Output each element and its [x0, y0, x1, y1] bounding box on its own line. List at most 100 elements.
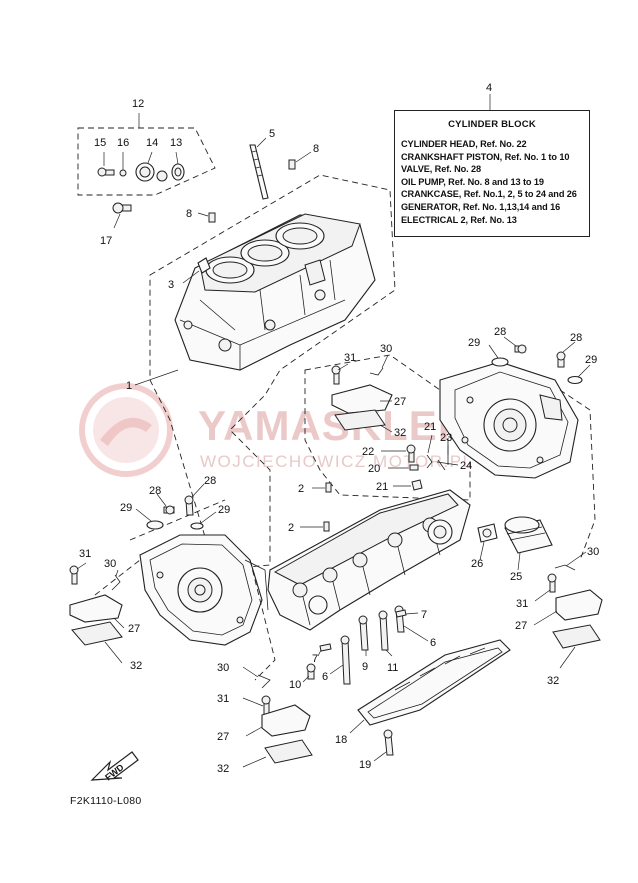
clip-30a: [369, 367, 384, 376]
callout-18: 18: [335, 734, 347, 746]
callout-25: 25: [510, 571, 522, 583]
mount-27d: [261, 704, 311, 737]
callout-15: 15: [94, 137, 106, 149]
washer-29b: [567, 375, 583, 385]
washer-29c: [146, 520, 164, 530]
callout-31c: 31: [516, 598, 528, 610]
bolt-28c: [163, 505, 175, 515]
callout-3: 3: [168, 279, 174, 291]
mount-27c: [555, 589, 603, 621]
crankcase-lower: [267, 489, 471, 631]
callout-6b: 6: [322, 671, 328, 683]
fwd-arrow-icon: [90, 751, 139, 781]
callout-28c: 28: [149, 485, 161, 497]
watermark-subtitle: WOJCIECHOWICZ MOTOR.PL: [200, 452, 474, 471]
callout-28b: 28: [570, 332, 582, 344]
washer-16: [119, 169, 127, 177]
callout-29d: 29: [218, 504, 230, 516]
plate-32a: [334, 409, 386, 431]
callout-31a: 31: [344, 352, 356, 364]
bolt-9: [358, 615, 369, 651]
callout-2b: 2: [288, 522, 294, 534]
callout-6a: 6: [430, 637, 436, 649]
callout-27a: 27: [394, 396, 406, 408]
mount-27b: [69, 594, 123, 623]
callout-19: 19: [359, 759, 371, 771]
callout-32b: 32: [130, 660, 142, 672]
callout-27c: 27: [515, 620, 527, 632]
callout-17: 17: [100, 235, 112, 247]
legend-item: GENERATOR, Ref. No. 1,13,14 and 16: [401, 201, 561, 212]
cylinder-block-frame: [149, 174, 396, 571]
clip-30c: [554, 564, 576, 571]
legend-box: CYLINDER BLOCK CYLINDER HEAD, Ref. No. 2…: [394, 110, 590, 237]
callout-20: 20: [368, 463, 380, 475]
watermark-logo-icon: [79, 383, 173, 477]
bolt-11: [378, 610, 389, 651]
callout-16: 16: [117, 137, 129, 149]
dowel-8a: [288, 159, 296, 170]
bolt-22: [406, 444, 416, 463]
callout-4: 4: [486, 82, 492, 94]
bolt-10: [306, 663, 316, 680]
bolt-6b: [340, 635, 351, 685]
callout-21b: 21: [376, 481, 388, 493]
callout-9: 9: [362, 661, 368, 673]
callout-23: 23: [440, 432, 452, 444]
stud-bolt-5: [249, 144, 269, 200]
callout-31b: 31: [79, 548, 91, 560]
clip-30d: [257, 674, 271, 689]
washer-29a: [491, 357, 509, 367]
callout-14: 14: [146, 137, 158, 149]
bolt-31b: [69, 565, 79, 585]
callout-5: 5: [269, 128, 275, 140]
legend-item: CYLINDER HEAD, Ref. No. 22: [401, 139, 527, 149]
group-12-frame: [77, 127, 216, 196]
callout-28a: 28: [494, 326, 506, 338]
o-ring-13a: [156, 170, 168, 182]
callout-12: 12: [132, 98, 144, 110]
callout-32c: 32: [547, 675, 559, 687]
clip-21b: [411, 479, 423, 491]
cylinder-block: [174, 213, 376, 371]
callout-30c: 30: [587, 546, 599, 558]
callout-1: 1: [126, 380, 132, 392]
bolt-19: [383, 729, 394, 756]
clip-21a: [426, 454, 433, 469]
plate-32d: [264, 739, 313, 764]
callout-29a: 29: [468, 337, 480, 349]
legend-title: CYLINDER BLOCK: [448, 119, 536, 130]
callout-7b: 7: [312, 653, 318, 665]
callout-30a: 30: [380, 343, 392, 355]
bolt-15: [97, 167, 115, 177]
callout-27b: 27: [128, 623, 140, 635]
callout-8a: 8: [313, 143, 319, 155]
callout-13: 13: [170, 137, 182, 149]
dowel-8b: [208, 212, 216, 223]
callout-2a: 2: [298, 483, 304, 495]
callout-24: 24: [460, 460, 472, 472]
dowel-2b: [323, 521, 330, 532]
callout-28d: 28: [204, 475, 216, 487]
callout-21a: 21: [424, 421, 436, 433]
callout-31d: 31: [217, 693, 229, 705]
bolt-31d: [261, 695, 271, 715]
legend-item: ELECTRICAL 2, Ref. No. 13: [401, 214, 517, 225]
callout-32d: 32: [217, 763, 229, 775]
callout-30d: 30: [217, 662, 229, 674]
legend-item: OIL PUMP, Ref. No. 8 and 13 to 19: [401, 176, 544, 187]
callout-26: 26: [471, 558, 483, 570]
plate-32b: [71, 621, 123, 646]
callout-27d: 27: [217, 731, 229, 743]
watermark-brand: YAMASKLEP: [198, 402, 467, 449]
oil-pan-18: [357, 639, 511, 726]
washer-7a: [395, 609, 407, 618]
crankcase-right-frame: [304, 354, 471, 501]
callout-11: 11: [387, 662, 398, 674]
callout-29b: 29: [585, 354, 597, 366]
callout-10: 10: [289, 679, 301, 691]
bolt-6a: [394, 605, 405, 633]
fitting-3: [197, 257, 211, 274]
